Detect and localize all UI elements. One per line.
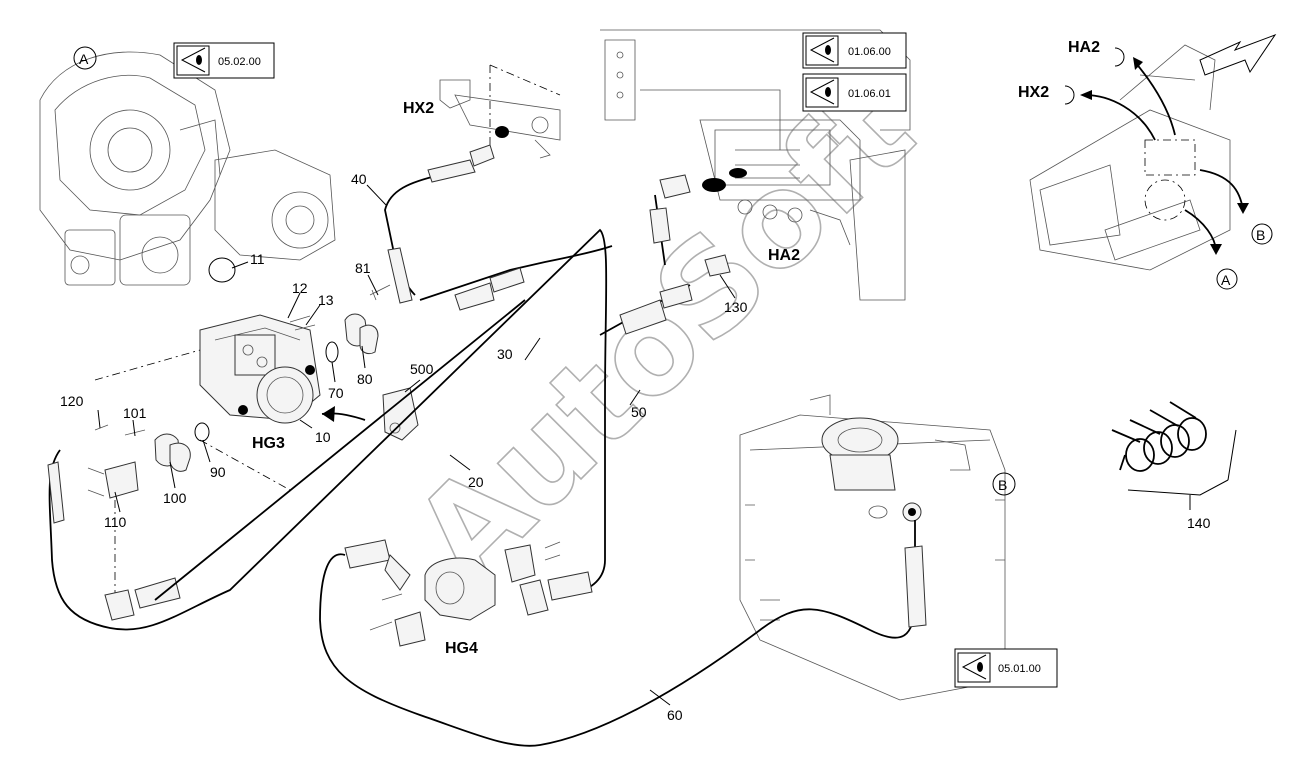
part-number-500: 500 bbox=[410, 361, 434, 377]
part-number-20: 20 bbox=[468, 474, 484, 490]
view-ref-box-b1[interactable]: 01.06.00 bbox=[802, 32, 907, 69]
view-ref-b2-label: 01.06.01 bbox=[848, 88, 891, 100]
inset-hx2-label: HX2 bbox=[1018, 84, 1049, 101]
seal-kit-500 bbox=[382, 387, 419, 441]
hose-30 bbox=[48, 228, 608, 631]
marker-a: A bbox=[79, 51, 89, 67]
marker-b-circle bbox=[992, 472, 1016, 496]
part-number-130: 130 bbox=[724, 299, 748, 315]
hose-60 bbox=[319, 520, 916, 747]
component-code-hg3: HG3 bbox=[252, 435, 285, 452]
hose-20 bbox=[154, 299, 526, 601]
hg4-pump bbox=[369, 541, 561, 647]
view-ref-box-b2[interactable]: 01.06.01 bbox=[802, 73, 907, 112]
part-number-110: 110 bbox=[104, 514, 127, 530]
marker-b: B bbox=[998, 477, 1007, 493]
part-number-140: 140 bbox=[1187, 515, 1211, 531]
inset-marker-a: A bbox=[1221, 272, 1231, 288]
view-direction-arrow bbox=[1199, 33, 1277, 76]
view-ref-a-label: 05.02.00 bbox=[218, 56, 261, 68]
view-ref-c-label: 05.01.00 bbox=[998, 663, 1041, 675]
inset-overview: HA2 HX2 B A bbox=[1018, 33, 1277, 290]
hoses bbox=[47, 144, 927, 747]
component-code-hg4: HG4 bbox=[445, 640, 478, 657]
watermark: AutoSoft bbox=[387, 57, 942, 612]
chassis-frame-drawing bbox=[600, 29, 911, 301]
part-number-12: 12 bbox=[292, 280, 308, 296]
component-code-ha2: HA2 bbox=[768, 247, 800, 264]
o-ring-70 bbox=[325, 341, 339, 363]
marker-a-circle bbox=[73, 46, 97, 70]
part-number-90: 90 bbox=[210, 464, 226, 480]
part-number-60: 60 bbox=[667, 707, 683, 723]
part-number-11: 11 bbox=[250, 251, 265, 267]
part-number-40: 40 bbox=[351, 171, 367, 187]
part-number-10: 10 bbox=[315, 429, 331, 445]
inset-marker-b: B bbox=[1256, 227, 1265, 243]
view-ref-box-a[interactable]: 05.02.00 bbox=[173, 42, 275, 79]
part-number-80: 80 bbox=[357, 371, 373, 387]
part-number-120: 120 bbox=[60, 393, 84, 409]
inset-ha2-label: HA2 bbox=[1068, 39, 1100, 56]
part-number-100: 100 bbox=[163, 490, 187, 506]
gearbox-drawing bbox=[39, 51, 336, 286]
part-number-13: 13 bbox=[318, 292, 334, 308]
hydraulic-tank bbox=[739, 394, 1006, 701]
part-number-101: 101 bbox=[123, 405, 147, 421]
part-number-50: 50 bbox=[631, 404, 647, 420]
part-number-30: 30 bbox=[497, 346, 513, 362]
hx2-fitting-block bbox=[439, 64, 561, 159]
view-ref-b1-label: 01.06.00 bbox=[848, 46, 891, 58]
hose-40 bbox=[384, 174, 441, 296]
component-code-hx2: HX2 bbox=[403, 100, 434, 117]
spring-clamps-140 bbox=[1111, 401, 1237, 510]
view-ref-box-c[interactable]: 05.01.00 bbox=[954, 648, 1058, 688]
leader-lines bbox=[97, 184, 736, 706]
part-number-81: 81 bbox=[355, 260, 371, 276]
bolts-and-clamps bbox=[87, 284, 391, 600]
o-ring-11 bbox=[208, 257, 236, 283]
o-ring-90 bbox=[194, 422, 210, 442]
part-number-70: 70 bbox=[328, 385, 344, 401]
hg3-pump bbox=[94, 314, 321, 491]
